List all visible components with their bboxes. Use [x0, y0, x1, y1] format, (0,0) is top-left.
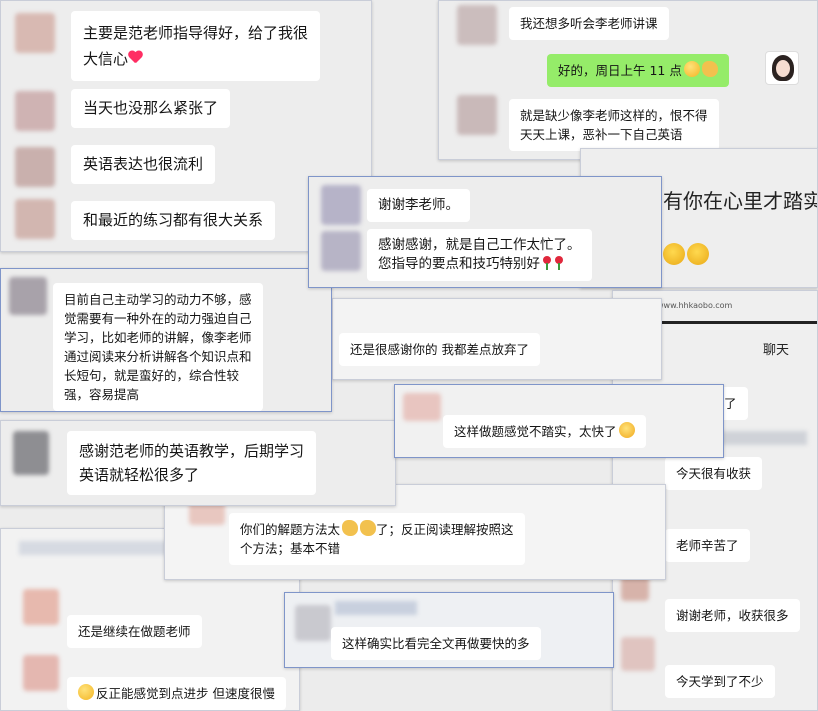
avatar — [9, 277, 47, 315]
message-text: 学习，比如老师的讲解，像李老师 — [64, 330, 252, 345]
blurred-name — [19, 541, 179, 555]
thinking-emoji-icon — [687, 243, 709, 265]
rose-emoji-icon — [542, 256, 552, 270]
avatar — [13, 431, 49, 475]
message-text: 感谢感谢，就是自己工作太忙了。 — [378, 237, 581, 253]
message-text: 个方法；基本不错 — [240, 541, 341, 556]
message-text: 大信心 — [83, 50, 129, 68]
message-bubble: 和最近的练习都有很大关系 — [71, 201, 276, 240]
message-bubble: 就是缺少像李老师这样的，恨不得 天天上课，恶补一下自己英语 — [509, 99, 719, 151]
message-text: 就是缺少像李老师这样的，恨不得 — [520, 108, 708, 123]
message-bubble: 感谢范老师的英语教学，后期学习 英语就轻松很多了 — [67, 431, 317, 495]
message-text: 好的，周日上午 11 点 — [558, 63, 682, 78]
message-text: 我还想多听会李老师讲课 — [520, 16, 658, 31]
heart-emoji-icon — [128, 51, 143, 66]
message-text: 长短句，就是蛮好的，综合性较 — [64, 368, 240, 383]
message-text: 目前自己主动学习的动力不够，感 — [64, 292, 252, 307]
message-bubble: 英语表达也很流利 — [71, 145, 216, 184]
avatar — [403, 393, 441, 421]
message-text: 有你在心里才踏实 — [663, 189, 818, 213]
message-text: 今天学到了不少 — [676, 674, 764, 689]
message-bubble: 当天也没那么紧张了 — [71, 89, 231, 128]
message-bubble: 老师辛苦了 — [665, 529, 750, 562]
avatar — [15, 147, 55, 187]
message-text: 英语表达也很流利 — [83, 155, 204, 173]
message-text: 觉需要有一种外在的动力强迫自己 — [64, 311, 252, 326]
handshake-emoji-icon — [701, 61, 718, 77]
avatar — [457, 5, 497, 45]
my-avatar — [765, 51, 799, 85]
message-text: 强，容易提高 — [64, 387, 140, 402]
message-bubble: 这样确实比看完全文再做要快的多 — [331, 627, 541, 660]
rose-emoji-icon — [554, 256, 564, 270]
avatar — [457, 95, 497, 135]
message-text: 这样做题感觉不踏实，太快了 — [454, 424, 617, 439]
message-text: 当天也没那么紧张了 — [83, 99, 219, 117]
message-bubble: 谢谢老师，收获很多 — [665, 599, 800, 632]
thumbs-up-emoji-icon — [342, 520, 359, 536]
message-text: 了；反正阅读理解按照这 — [376, 522, 514, 537]
message-text: 英语就轻松很多了 — [79, 466, 200, 484]
chat-screenshot-11: 还是继续在做题老师 反正能感觉到点进步 但速度很慢 — [0, 528, 300, 711]
emoji-row — [661, 243, 709, 267]
message-text: 反正能感觉到点进步 但速度很慢 — [96, 686, 275, 701]
message-text: 主要是范老师指导得好，给了我很 — [83, 24, 309, 42]
avatar — [321, 185, 361, 225]
message-text: 还是继续在做题老师 — [78, 624, 191, 639]
message-bubble: 今天很有收获 — [665, 457, 763, 490]
laughing-emoji-icon — [618, 422, 635, 438]
window-divider — [613, 321, 817, 324]
message-text: 你们的解题方法太 — [240, 522, 341, 537]
message-text: 谢谢老师，收获很多 — [676, 608, 789, 623]
chat-screenshot-1: 主要是范老师指导得好，给了我很 大信心 当天也没那么紧张了 英语表达也很流利 和… — [0, 0, 372, 252]
message-bubble: 还是继续在做题老师 — [67, 615, 202, 648]
chat-screenshot-5: 目前自己主动学习的动力不够，感 觉需要有一种外在的动力强迫自己 学习，比如老师的… — [0, 268, 332, 412]
avatar — [23, 655, 59, 691]
chat-screenshot-8: 这样做题感觉不踏实，太快了 — [394, 384, 724, 458]
chat-title: 聊天 — [763, 343, 790, 358]
smile-emoji-icon — [683, 61, 700, 77]
message-text: 谢谢李老师。 — [378, 197, 459, 213]
chat-screenshot-12: 这样确实比看完全文再做要快的多 — [284, 592, 614, 668]
message-text: 了 — [724, 396, 737, 411]
site-url: www.hhkaobo.com — [657, 301, 733, 310]
avatar — [23, 589, 59, 625]
sweat-emoji-icon — [78, 684, 94, 700]
avatar — [295, 605, 331, 641]
message-bubble: 主要是范老师指导得好，给了我很 大信心 — [71, 11, 321, 81]
message-bubble: 谢谢李老师。 — [367, 189, 470, 222]
avatar — [15, 13, 55, 53]
my-message-bubble: 好的，周日上午 11 点 — [547, 54, 729, 87]
message-text: 感谢范老师的英语教学，后期学习 — [79, 442, 305, 460]
message-text: 通过阅读来分析讲解各个知识点和 — [64, 349, 252, 364]
chat-screenshot-4: 谢谢李老师。 感谢感谢，就是自己工作太忙了。 您指导的要点和技巧特别好 — [308, 176, 662, 288]
thinking-emoji-icon — [663, 243, 685, 265]
message-bubble: 反正能感觉到点进步 但速度很慢 — [67, 677, 286, 710]
chat-screenshot-2: 我还想多听会李老师讲课 好的，周日上午 11 点 就是缺少像李老师这样的，恨不得… — [438, 0, 818, 160]
avatar — [621, 637, 655, 671]
message-bubble: 目前自己主动学习的动力不够，感 觉需要有一种外在的动力强迫自己 学习，比如老师的… — [53, 283, 263, 411]
message-bubble: 今天学到了不少 — [665, 665, 775, 698]
message-bubble: 这样做题感觉不踏实，太快了 — [443, 415, 646, 448]
message-text: 这样确实比看完全文再做要快的多 — [342, 636, 530, 651]
message-text: 您指导的要点和技巧特别好 — [378, 256, 540, 272]
avatar — [15, 91, 55, 131]
message-bubble: 我还想多听会李老师讲课 — [509, 7, 669, 40]
message-bubble: 还是很感谢你的 我都差点放弃了 — [339, 333, 540, 366]
avatar — [15, 199, 55, 239]
message-text: 今天很有收获 — [676, 466, 752, 481]
message-bubble: 你们的解题方法太 了；反正阅读理解按照这 个方法；基本不错 — [229, 513, 525, 565]
message-text: 还是很感谢你的 我都差点放弃了 — [350, 342, 529, 357]
chat-screenshot-9: 感谢范老师的英语教学，后期学习 英语就轻松很多了 — [0, 420, 396, 506]
message-text: 老师辛苦了 — [676, 538, 739, 553]
message-text: 和最近的练习都有很大关系 — [83, 211, 264, 229]
message-text: 天天上课，恶补一下自己英语 — [520, 127, 683, 142]
avatar — [321, 231, 361, 271]
chat-screenshot-6: 还是很感谢你的 我都差点放弃了 — [332, 298, 662, 380]
blurred-name — [335, 601, 417, 615]
message-bubble: 感谢感谢，就是自己工作太忙了。 您指导的要点和技巧特别好 — [367, 229, 592, 281]
thumbs-up-emoji-icon — [360, 520, 377, 536]
